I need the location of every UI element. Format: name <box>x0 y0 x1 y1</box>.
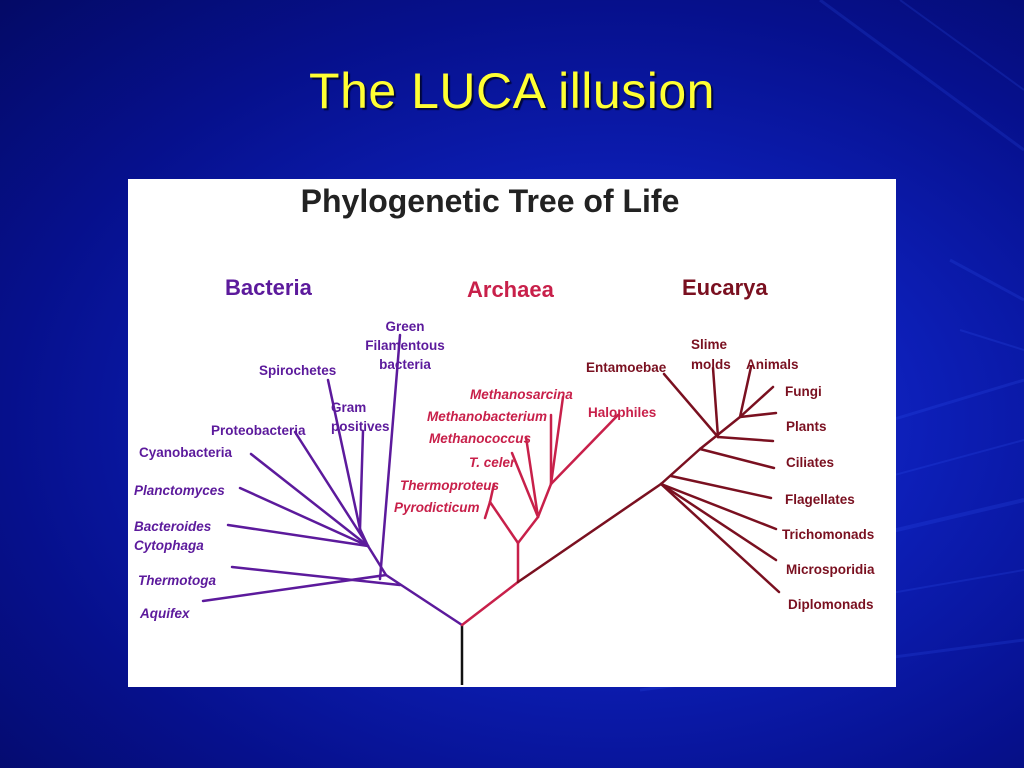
branch-cyanobacteria <box>249 452 370 548</box>
label-animals: Animals <box>746 357 799 372</box>
label-cytophaga: Cytophaga <box>134 538 204 553</box>
branch-trichomonads <box>659 482 778 531</box>
label-halophiles: Halophiles <box>588 405 656 420</box>
branch-halophiles <box>549 413 620 486</box>
label-aquifex: Aquifex <box>139 606 190 621</box>
label-gram-positives-2: positives <box>331 419 390 434</box>
label-thermoproteus: Thermoproteus <box>400 478 500 493</box>
branch-ciliates <box>698 447 776 470</box>
branch-crenarchaeota <box>488 500 520 545</box>
branch-methanosarcina <box>549 395 565 486</box>
eucarya-branches <box>516 365 781 594</box>
domain-label-archaea: Archaea <box>467 277 555 302</box>
label-microsporidia: Microsporidia <box>786 562 875 577</box>
tree-of-life-figure: Phylogenetic Tree of Life Bacteria Archa… <box>128 179 896 687</box>
label-flagellates: Flagellates <box>785 492 855 507</box>
branch-archaea-trunk <box>460 580 520 627</box>
label-bacteroides: Bacteroides <box>134 519 212 534</box>
branch-bacteria-upper <box>358 527 370 548</box>
label-slime-molds-1: Slime <box>691 337 728 352</box>
label-green-filamentous-2: Filamentous <box>365 338 445 353</box>
label-methanobacterium: Methanobacterium <box>427 409 547 424</box>
label-fungi: Fungi <box>785 384 822 399</box>
branch-gram-positives <box>358 429 365 531</box>
branch-flagellates <box>669 474 773 500</box>
branch-euryarchaeota-upper <box>536 482 553 519</box>
branch-bacteroides <box>226 523 370 548</box>
branch-aquifex <box>201 573 388 603</box>
label-ciliates: Ciliates <box>786 455 834 470</box>
branch-planctomyces <box>238 486 370 548</box>
branch-diplomonads <box>659 482 781 594</box>
label-methanococcus: Methanococcus <box>429 431 532 446</box>
figure-title: Phylogenetic Tree of Life <box>301 183 680 219</box>
branch-green-filamentous <box>378 333 402 581</box>
label-entamoebae: Entamoebae <box>586 360 667 375</box>
branch-fungi <box>738 385 775 419</box>
branch-animals-stem <box>738 365 753 419</box>
phylogenetic-tree-svg: Phylogenetic Tree of Life Bacteria Archa… <box>134 183 875 685</box>
branch-plants <box>716 435 775 443</box>
branch-spirochetes <box>326 378 362 531</box>
label-trichomonads: Trichomonads <box>782 527 874 542</box>
branch-thermoproteus <box>488 482 496 504</box>
branch-eucarya-upper <box>659 447 702 486</box>
branch-pyrodicticum <box>483 500 492 520</box>
branch-bacteria-trunk <box>384 573 464 627</box>
label-gram-positives-1: Gram <box>331 400 366 415</box>
label-pyrodicticum: Pyrodicticum <box>394 500 480 515</box>
label-t-celer: T. celer <box>469 455 516 470</box>
label-thermotoga: Thermotoga <box>138 573 216 588</box>
branch-crown <box>698 415 742 451</box>
archaea-labels: Methanosarcina Methanobacterium Methanoc… <box>394 387 573 515</box>
branch-t-celer <box>510 451 540 519</box>
branch-proteobacteria <box>293 430 370 548</box>
label-proteobacteria: Proteobacteria <box>211 423 306 438</box>
label-methanosarcina: Methanosarcina <box>470 387 573 402</box>
branch-microsporidia <box>659 482 778 562</box>
domain-label-bacteria: Bacteria <box>225 275 313 300</box>
label-green-filamentous-3: bacteria <box>379 357 431 372</box>
branch-bacteria-inner <box>366 544 388 577</box>
branch-euryarchaeota <box>516 515 540 545</box>
label-green-filamentous-1: Green <box>385 319 424 334</box>
archaea-branches <box>460 395 620 627</box>
label-plants: Plants <box>786 419 827 434</box>
branch-slime-molds <box>711 366 720 439</box>
label-cyanobacteria: Cyanobacteria <box>139 445 233 460</box>
bacteria-labels: Green Filamentous bacteria Spirochetes G… <box>134 319 445 621</box>
branch-thermotoga <box>230 565 402 587</box>
label-spirochetes: Spirochetes <box>259 363 336 378</box>
label-diplomonads: Diplomonads <box>788 597 874 612</box>
branch-eucarya-trunk <box>516 482 663 584</box>
branch-methanococcus <box>524 435 540 519</box>
branch-animals <box>738 411 778 419</box>
slide-title: The LUCA illusion <box>309 63 715 119</box>
bacteria-branches <box>201 333 464 627</box>
branch-entamoebae <box>662 372 720 439</box>
label-slime-molds-2: molds <box>691 357 731 372</box>
label-planctomyces: Planctomyces <box>134 483 225 498</box>
eucarya-labels: Slime molds Entamoebae Animals Fungi Pla… <box>586 337 875 612</box>
domain-label-eucarya: Eucarya <box>682 275 768 300</box>
